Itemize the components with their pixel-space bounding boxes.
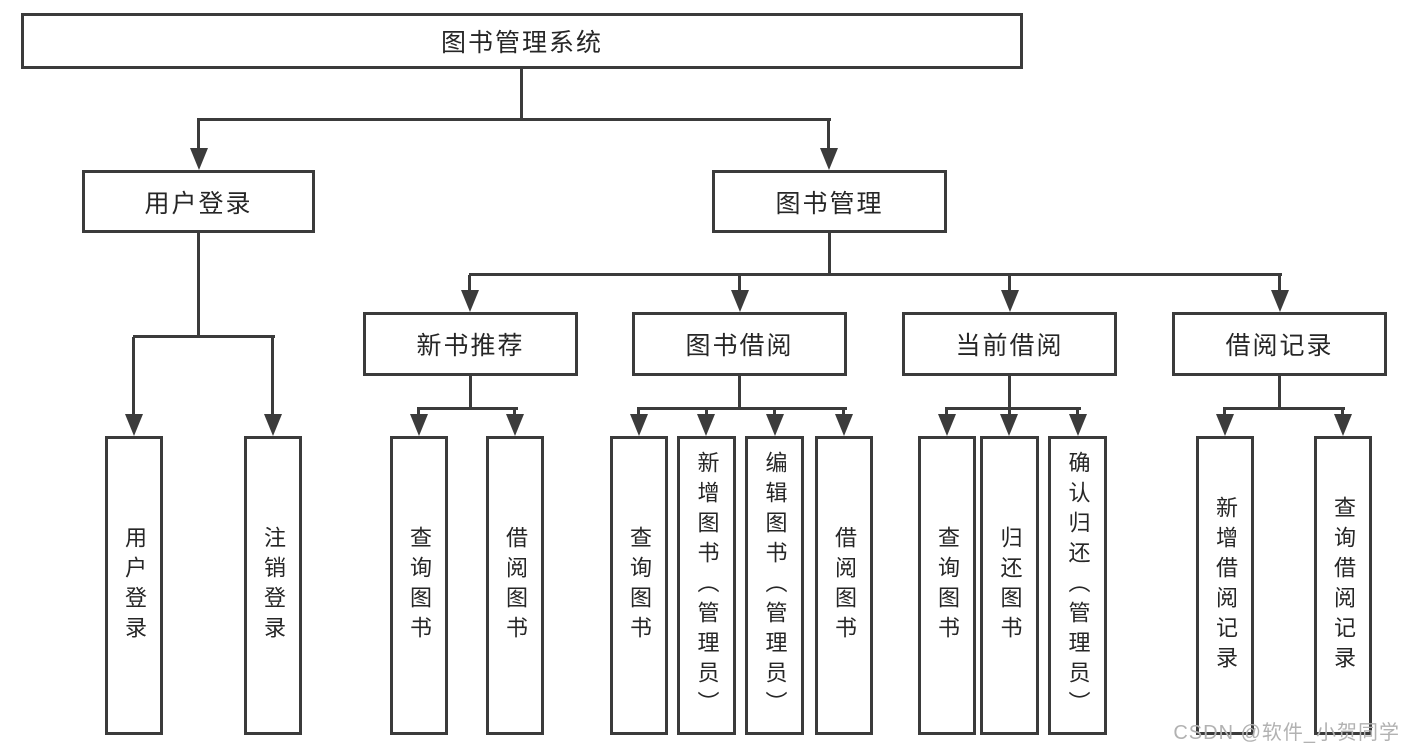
connector-userlogin-bar <box>133 335 275 338</box>
leaf-logout-label: 注销登录 <box>261 525 286 646</box>
leaf-query-books-3: 查询图书 <box>918 436 976 735</box>
leaf-confirm-return-admin: 确认归还（管理员） <box>1048 436 1107 735</box>
leaf-return-books: 归还图书 <box>980 436 1039 735</box>
connector-borrowrecords-arrow-stem-2 <box>1341 409 1344 417</box>
connector-currentborrow-arrow-stem-2 <box>1008 409 1011 417</box>
connector-bookmgmt-stem <box>828 233 831 275</box>
connector-bookborrow-bar <box>637 407 847 410</box>
arrowhead-down-icon <box>1069 414 1087 436</box>
arrowhead-down-icon <box>697 414 715 436</box>
connector-bookmgmt-arrow-stem-2 <box>738 275 741 292</box>
leaf-user-login-label: 用户登录 <box>122 525 147 646</box>
node-book-borrowing: 图书借阅 <box>632 312 847 376</box>
connector-userlogin-arrow-stem-2 <box>271 337 274 416</box>
leaf-query-books-3-label: 查询图书 <box>935 525 960 646</box>
leaf-query-books-2-label: 查询图书 <box>627 525 652 646</box>
arrowhead-down-icon <box>1271 290 1289 312</box>
node-current-borrowing: 当前借阅 <box>902 312 1117 376</box>
node-book-management-module-label: 图书管理 <box>775 189 884 218</box>
leaf-borrow-books-1: 借阅图书 <box>486 436 544 735</box>
node-user-login-module: 用户登录 <box>82 170 315 233</box>
csdn-watermark: CSDN @软件_小贺同学 <box>1173 722 1400 744</box>
connector-root-bar <box>197 118 831 121</box>
arrowhead-down-icon <box>1001 290 1019 312</box>
leaf-borrow-books-2-label: 借阅图书 <box>832 525 857 646</box>
connector-newbookrec-arrow-stem-2 <box>513 409 516 417</box>
arrowhead-down-icon <box>506 414 524 436</box>
connector-bookborrow-arrow-stem-1 <box>637 409 640 417</box>
leaf-logout: 注销登录 <box>244 436 302 735</box>
arrowhead-down-icon <box>1000 414 1018 436</box>
connector-currentborrow-arrow-stem-3 <box>1076 409 1079 417</box>
leaf-query-books-2: 查询图书 <box>610 436 668 735</box>
leaf-borrow-books-1-label: 借阅图书 <box>503 525 528 646</box>
leaf-query-borrow-record: 查询借阅记录 <box>1314 436 1372 735</box>
connector-bookmgmt-bar <box>469 273 1282 276</box>
connector-currentborrow-bar <box>945 407 1081 410</box>
leaf-return-books-label: 归还图书 <box>997 525 1023 646</box>
arrowhead-down-icon <box>1334 414 1352 436</box>
node-borrowing-records-label: 借阅记录 <box>1225 332 1334 360</box>
arrowhead-down-icon <box>835 414 853 436</box>
node-new-book-recommend-label: 新书推荐 <box>416 332 525 360</box>
leaf-add-books-admin-label: 新增图书（管理员） <box>694 450 720 721</box>
arrowhead-down-icon <box>731 290 749 312</box>
connector-bookborrow-arrow-stem-3 <box>773 409 776 417</box>
connector-borrowrecords-arrow-stem-1 <box>1223 409 1226 417</box>
arrowhead-down-icon <box>1216 414 1234 436</box>
connector-bookborrow-arrow-stem-2 <box>705 409 708 417</box>
connector-userlogin-arrow-stem-1 <box>132 337 135 416</box>
node-new-book-recommend: 新书推荐 <box>363 312 578 376</box>
connector-bookborrow-stem <box>738 376 741 409</box>
leaf-query-books-1-label: 查询图书 <box>407 525 432 646</box>
arrowhead-down-icon <box>125 414 143 436</box>
connector-root-arrow-stem-right <box>827 120 830 152</box>
connector-bookmgmt-arrow-stem-1 <box>468 275 471 292</box>
leaf-query-books-1: 查询图书 <box>390 436 448 735</box>
connector-borrowrecords-bar <box>1223 407 1345 410</box>
leaf-borrow-books-2: 借阅图书 <box>815 436 873 735</box>
connector-root-arrow-stem-left <box>197 120 200 152</box>
arrowhead-down-icon <box>820 148 838 170</box>
leaf-edit-books-admin: 编辑图书（管理员） <box>745 436 804 735</box>
connector-borrowrecords-stem <box>1278 376 1281 409</box>
node-current-borrowing-label: 当前借阅 <box>955 332 1064 360</box>
connector-root-stem <box>520 69 523 120</box>
arrowhead-down-icon <box>410 414 428 436</box>
leaf-edit-books-admin-label: 编辑图书（管理员） <box>762 450 788 721</box>
arrowhead-down-icon <box>461 290 479 312</box>
node-borrowing-records: 借阅记录 <box>1172 312 1387 376</box>
node-root-system: 图书管理系统 <box>21 13 1023 69</box>
node-root-system-label: 图书管理系统 <box>440 29 603 57</box>
leaf-query-borrow-record-label: 查询借阅记录 <box>1331 495 1356 676</box>
connector-bookborrow-arrow-stem-4 <box>842 409 845 417</box>
node-book-management-module: 图书管理 <box>712 170 947 233</box>
arrowhead-down-icon <box>264 414 282 436</box>
leaf-confirm-return-admin-label: 确认归还（管理员） <box>1065 450 1091 721</box>
node-user-login-module-label: 用户登录 <box>144 189 253 218</box>
arrowhead-down-icon <box>630 414 648 436</box>
leaf-add-borrow-record: 新增借阅记录 <box>1196 436 1254 735</box>
connector-bookmgmt-arrow-stem-3 <box>1008 275 1011 292</box>
connector-userlogin-stem <box>197 233 200 337</box>
leaf-add-books-admin: 新增图书（管理员） <box>677 436 736 735</box>
leaf-add-borrow-record-label: 新增借阅记录 <box>1213 495 1238 676</box>
arrowhead-down-icon <box>938 414 956 436</box>
arrowhead-down-icon <box>766 414 784 436</box>
connector-bookmgmt-arrow-stem-4 <box>1278 275 1281 292</box>
connector-newbookrec-stem <box>469 376 472 409</box>
leaf-user-login: 用户登录 <box>105 436 163 735</box>
arrowhead-down-icon <box>190 148 208 170</box>
node-book-borrowing-label: 图书借阅 <box>685 332 794 360</box>
connector-currentborrow-stem <box>1008 376 1011 409</box>
connector-newbookrec-bar <box>417 407 518 410</box>
connector-currentborrow-arrow-stem-1 <box>945 409 948 417</box>
connector-newbookrec-arrow-stem-1 <box>417 409 420 417</box>
